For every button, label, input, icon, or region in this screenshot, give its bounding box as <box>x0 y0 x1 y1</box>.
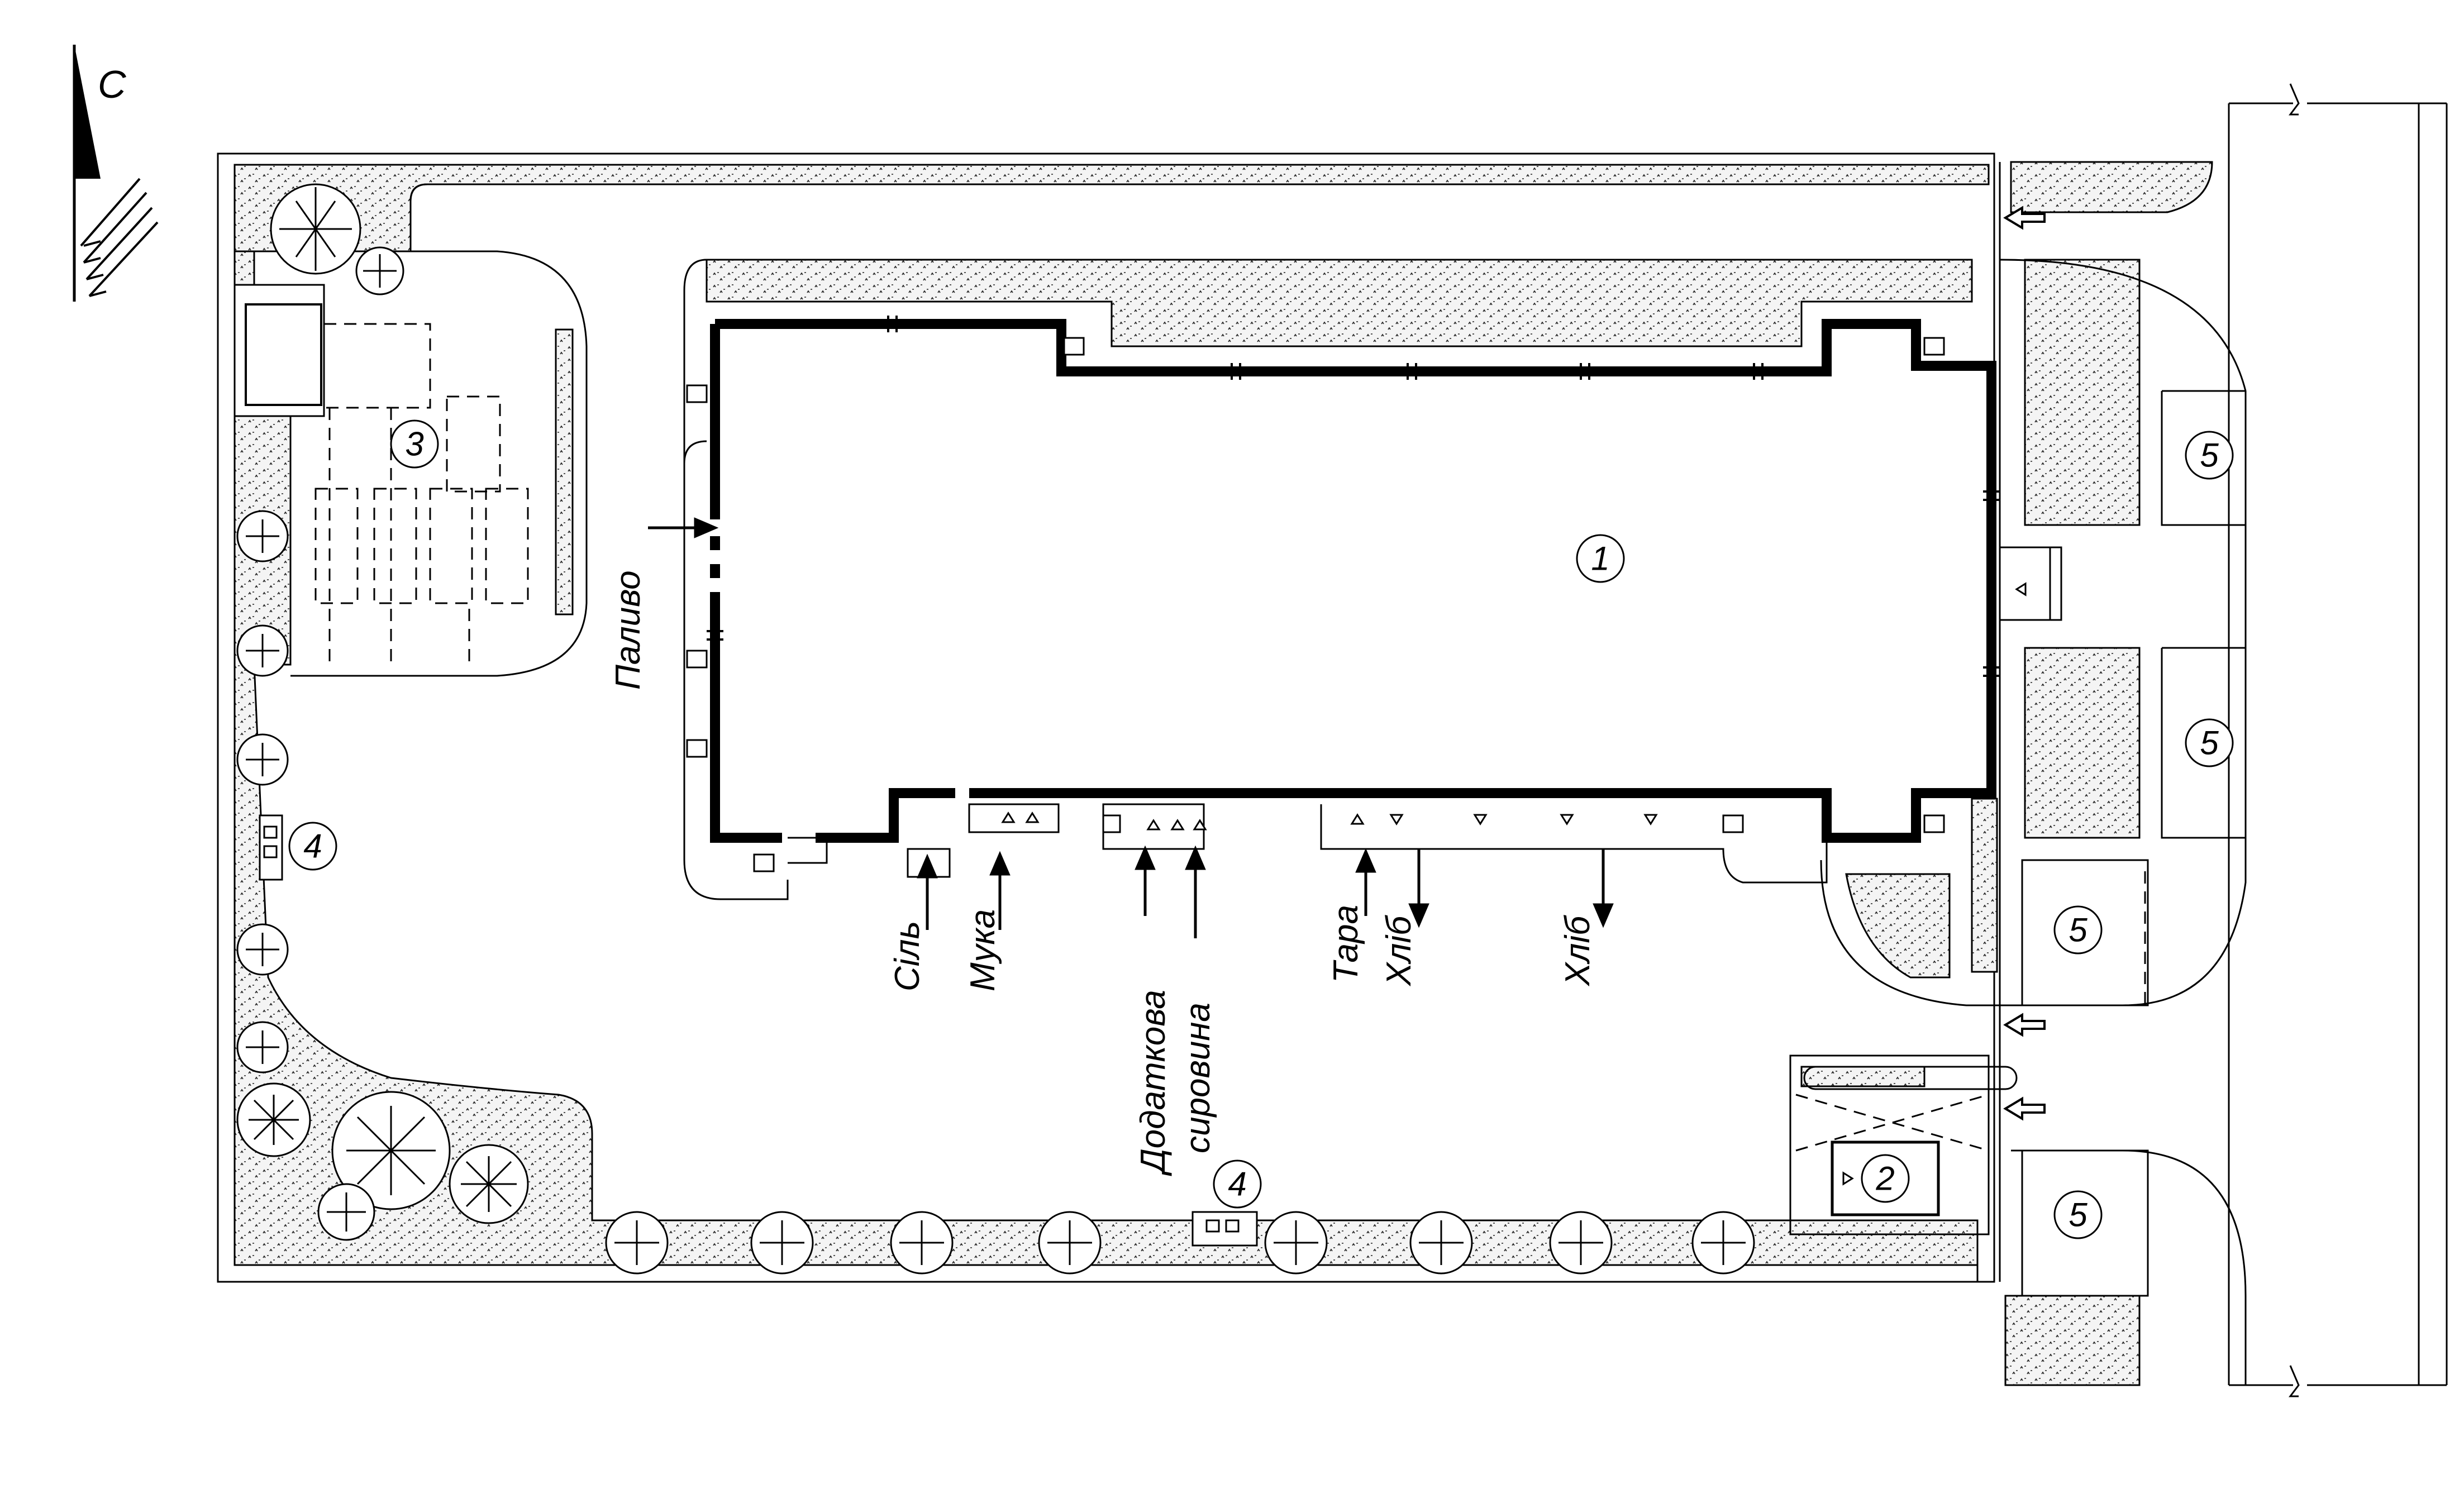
wind-rose-icon <box>80 178 159 297</box>
bread-label-2: Хліб <box>1559 915 1597 987</box>
tree-icon <box>1691 1211 1755 1275</box>
tree-icon <box>236 510 289 562</box>
tree-icon <box>1038 1211 1102 1275</box>
trees <box>236 183 1755 1275</box>
zone-1-label: 1 <box>1591 540 1609 578</box>
tree-icon <box>236 733 289 786</box>
extra-raw-label-1: Додаткова <box>1134 990 1173 1176</box>
tree-icon <box>750 1211 814 1275</box>
tree-icon <box>236 624 289 677</box>
north-arrow-icon <box>73 45 101 302</box>
extra-raw-label-2: сировина <box>1179 1003 1217 1153</box>
loading-ramps <box>683 337 2062 884</box>
tree-icon <box>890 1211 954 1275</box>
tree-icon <box>1409 1211 1473 1275</box>
zone-5-label: 5 <box>2069 911 2088 949</box>
salt-label: Сіль <box>888 921 927 991</box>
main-building <box>707 316 2000 843</box>
zone-markers <box>288 419 2234 1239</box>
tree-icon <box>317 1183 375 1241</box>
zone-5-label: 5 <box>2200 437 2219 474</box>
tree-icon <box>331 1091 451 1210</box>
flow-arrows <box>648 517 1614 938</box>
tare-label: Тара <box>1327 905 1365 983</box>
tree-icon <box>270 183 361 275</box>
tree-icon <box>236 1082 311 1157</box>
street <box>2228 83 2448 1397</box>
parking-area <box>235 284 529 665</box>
bread-label-1: Хліб <box>1380 915 1418 987</box>
north-label: С <box>98 63 126 106</box>
flour-label: Мука <box>964 909 1002 991</box>
tree-icon <box>236 923 289 976</box>
tree-icon <box>355 246 404 295</box>
zone-5-label: 5 <box>2200 724 2219 762</box>
fuel-label: Паливо <box>609 570 647 690</box>
zone-4-label: 4 <box>303 828 322 865</box>
driveways <box>290 162 2247 1385</box>
tree-icon <box>236 1021 289 1073</box>
tree-icon <box>1549 1211 1613 1275</box>
zone-3-label: 3 <box>405 426 423 463</box>
zone-4-label: 4 <box>1228 1166 1246 1203</box>
tree-icon <box>605 1211 669 1275</box>
entry-arrow-icon <box>2003 206 2046 1121</box>
zone-5-label: 5 <box>2069 1196 2088 1234</box>
benches <box>259 814 1258 1247</box>
zone-2-label: 2 <box>1875 1160 1894 1197</box>
tree-icon <box>449 1144 529 1224</box>
tree-icon <box>1264 1211 1328 1275</box>
parking-bays <box>2021 390 2247 1297</box>
